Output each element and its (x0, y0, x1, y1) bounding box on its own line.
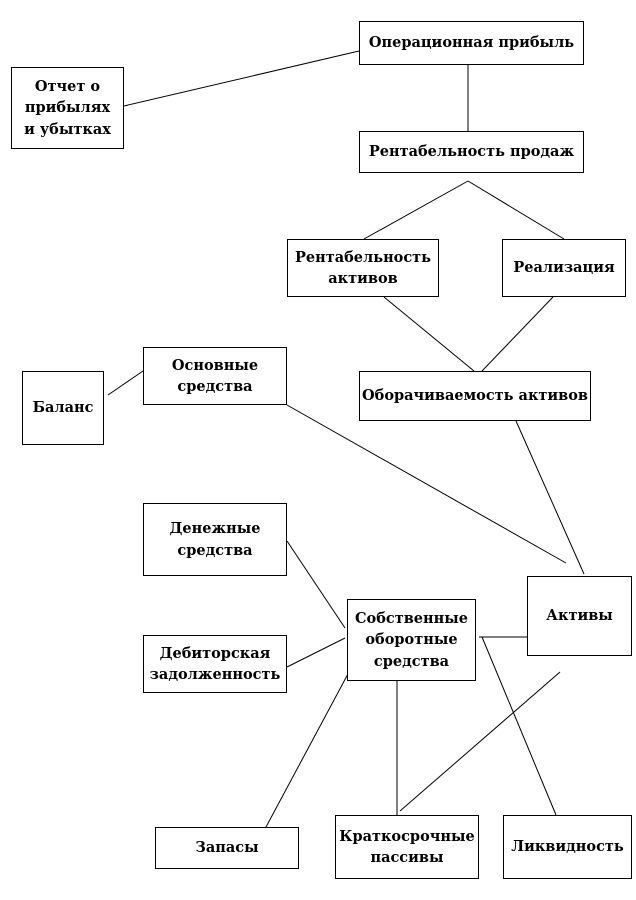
node-label: Отчет о прибылях и убытках (24, 78, 111, 138)
connector-rent-pr-rent-akt (363, 180, 469, 240)
node-label: Активы (546, 607, 613, 625)
connector-rent-akt-obor (383, 296, 475, 372)
connector-aktivy-krat (399, 671, 561, 812)
node-label: Основные средства (171, 356, 259, 395)
node-label: Дебиторская задолженность (149, 644, 281, 683)
node-label: Рентабельность продаж (368, 143, 575, 161)
node-label: Собственные оборотные средства (355, 610, 468, 670)
node-return-on-assets: Рентабельность активов (287, 239, 439, 297)
node-label: Реализация (513, 259, 615, 277)
node-liquidity: Ликвидность (503, 815, 632, 879)
connector-sobst-likv (481, 636, 557, 816)
connector-rent-pr-realiz (467, 180, 565, 240)
node-receivables: Дебиторская задолженность (143, 635, 287, 693)
connector-osnov-aktivy (286, 404, 567, 564)
connector-debit-sobst (286, 637, 346, 668)
node-label: Краткосрочные пассивы (339, 827, 475, 866)
node-balance-sheet: Баланс (22, 371, 104, 445)
node-operating-profit: Операционная прибыль (359, 21, 584, 65)
node-sales: Реализация (502, 239, 626, 297)
connector-realiz-obor (481, 296, 554, 372)
node-label: Оборачиваемость активов (362, 387, 588, 405)
node-inventory: Запасы (155, 827, 299, 869)
node-assets: Активы (527, 576, 632, 656)
connector-sobst-zapasy (265, 671, 350, 828)
connector-balans-osnov (107, 370, 144, 396)
node-current-liabilities: Краткосрочные пассивы (335, 815, 479, 879)
node-label: Операционная прибыль (368, 34, 575, 52)
connector-otchet-oper (123, 50, 360, 107)
node-label: Запасы (195, 839, 259, 857)
node-return-on-sales: Рентабельность продаж (359, 131, 584, 173)
connector-den-sobst (286, 540, 346, 629)
connector-obor-aktivy (515, 420, 585, 575)
node-fixed-assets: Основные средства (143, 347, 287, 405)
node-label: Рентабельность активов (294, 248, 432, 287)
node-asset-turnover: Оборачиваемость активов (359, 371, 591, 421)
node-label: Денежные средства (169, 520, 261, 559)
node-label: Ликвидность (511, 838, 624, 856)
node-working-capital: Собственные оборотные средства (347, 599, 476, 681)
node-cash: Денежные средства (143, 503, 287, 576)
node-label: Баланс (32, 399, 94, 417)
node-income-statement: Отчет о прибылях и убытках (11, 67, 124, 149)
